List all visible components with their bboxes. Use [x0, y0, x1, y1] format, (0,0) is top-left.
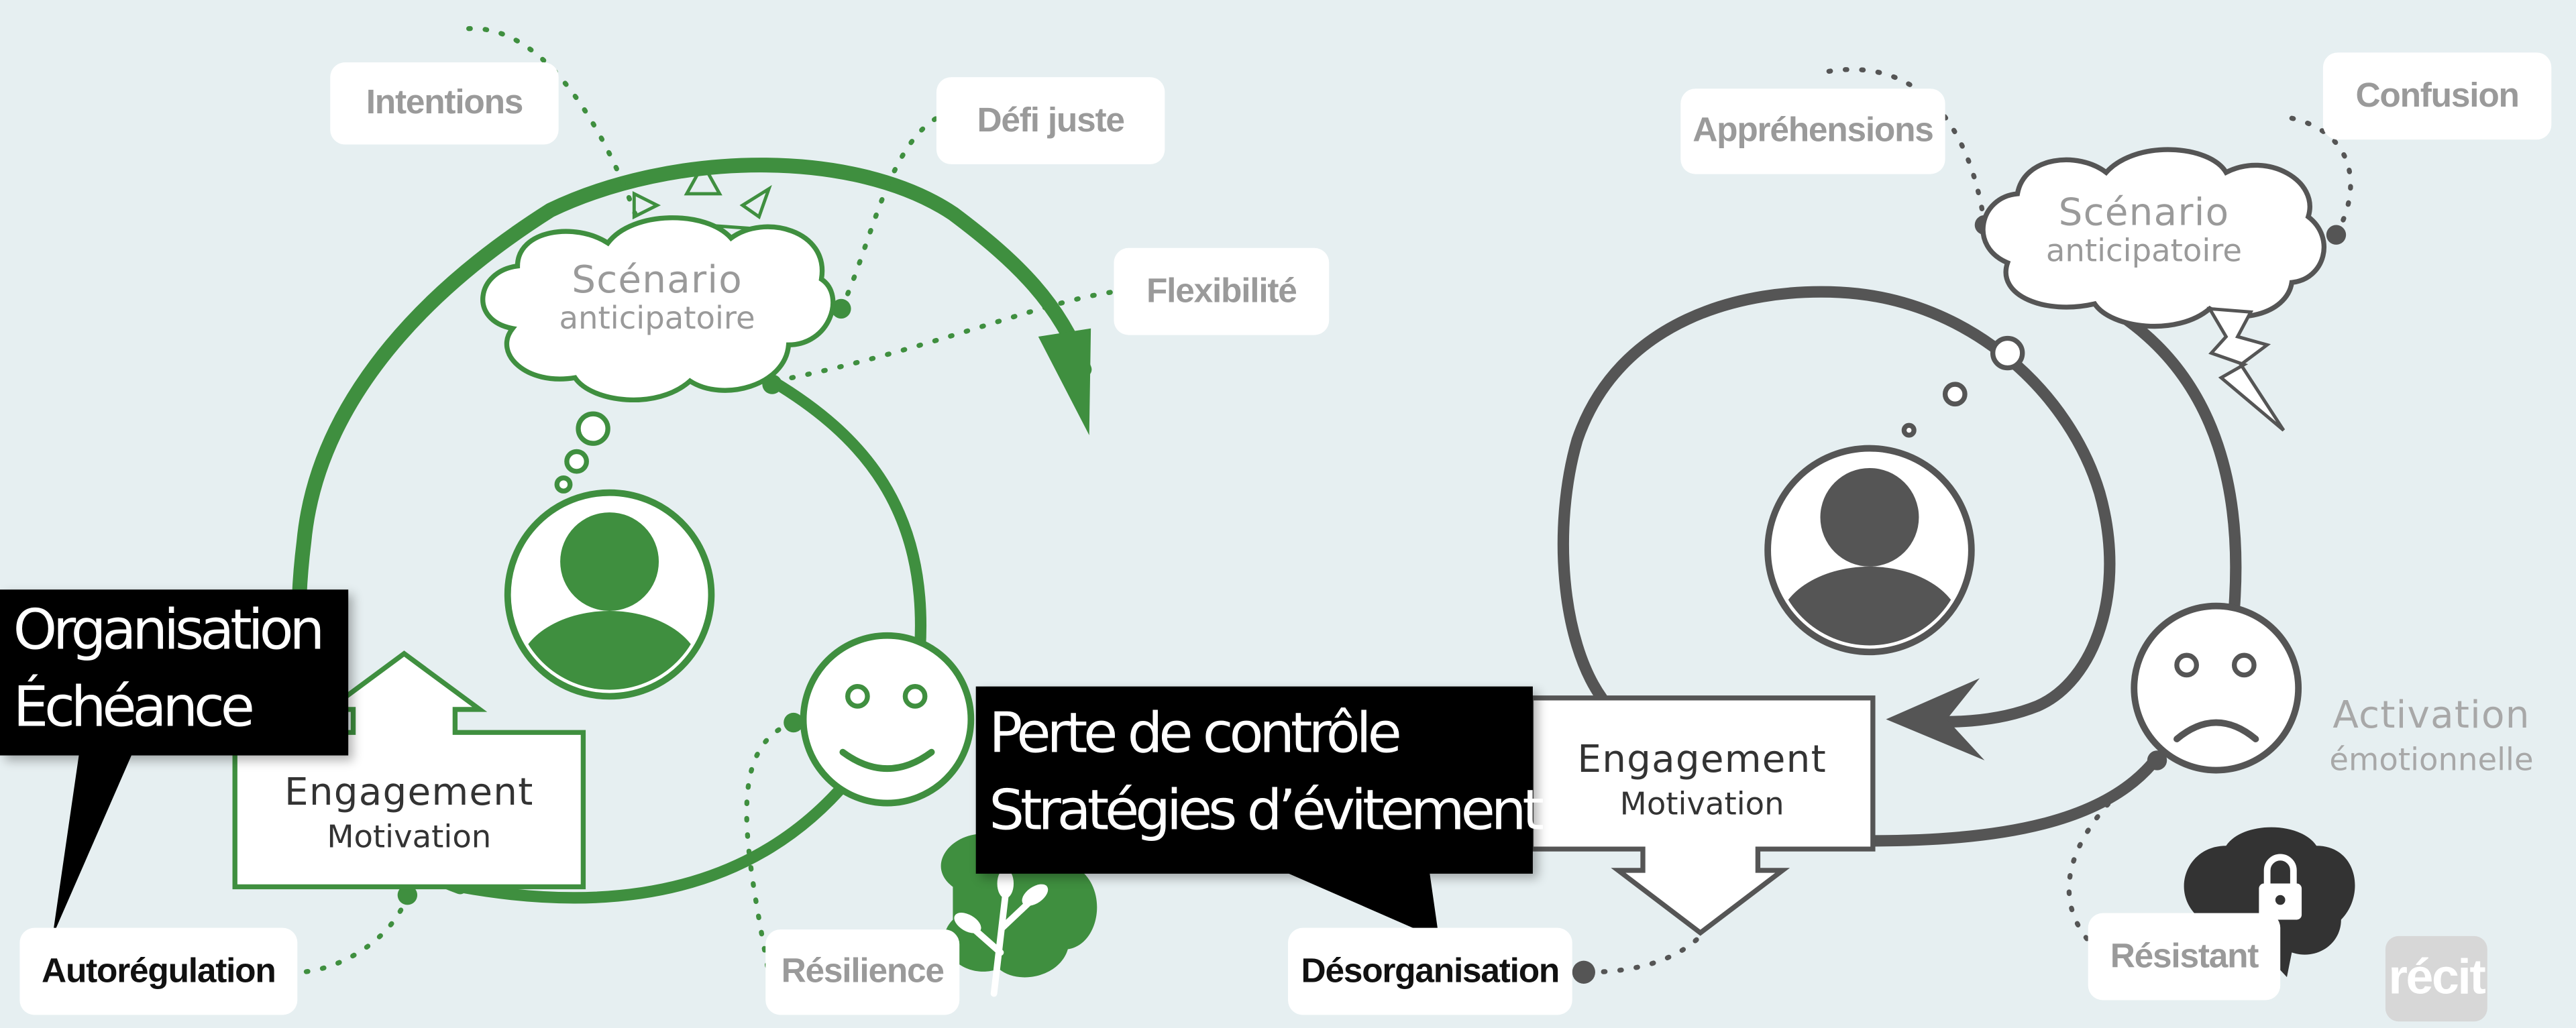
left-thought-bubbles: [554, 411, 610, 494]
smiley-icon: [800, 632, 975, 807]
tag-desorganisation: Désorganisation: [1288, 927, 1572, 1015]
tag-autoregulation: Autorégulation: [19, 927, 298, 1015]
tag-apprehensions: Appréhensions: [1680, 89, 1945, 174]
left-cycle-arrowhead: [1038, 328, 1091, 435]
left-thought-cloud: [480, 215, 836, 402]
right-cloud-label: Scénario anticipatoire: [1980, 192, 2308, 272]
left-box-label: Engagement Motivation: [235, 770, 583, 859]
tag-resistant: Résistant: [2088, 913, 2281, 1001]
tag-flexibilite: Flexibilité: [1114, 247, 1330, 335]
left-box-line1: Engagement: [284, 772, 534, 815]
tag-resilience: Résilience: [765, 929, 960, 1015]
right-callout-line2: Stratégies d’évitement: [989, 778, 1544, 844]
left-callout-pointer: [52, 755, 131, 936]
activation-label: Activation émotionnelle: [2300, 693, 2563, 781]
right-cloud-line1: Scénario: [2058, 192, 2230, 235]
recit-logo: récit: [2385, 935, 2487, 1022]
right-engagement-box: [1528, 695, 1876, 936]
tag-intentions: Intentions: [330, 62, 559, 145]
left-callout-line2: Échéance: [13, 675, 255, 741]
left-cloud-label: Scénario anticipatoire: [493, 260, 822, 339]
sad-face-icon: [2131, 602, 2302, 774]
right-callout-line1: Perte de contrôle: [989, 701, 1402, 767]
right-cloud-line2: anticipatoire: [2045, 233, 2243, 270]
left-cloud-line1: Scénario: [572, 259, 743, 302]
lightning-icon: [2206, 306, 2286, 432]
right-callout: Perte de contrôle Stratégies d’évitement: [975, 686, 1544, 874]
left-engagement-box: [232, 650, 586, 890]
activation-line1: Activation: [2332, 694, 2530, 738]
right-thought-bubbles: [1901, 335, 2025, 438]
activation-line2: émotionnelle: [2329, 742, 2534, 779]
right-box-label: Engagement Motivation: [1531, 738, 1872, 826]
right-box-line1: Engagement: [1577, 739, 1827, 782]
left-callout: Organisation Échéance: [0, 589, 349, 756]
right-thought-cloud: [1980, 147, 2326, 329]
left-cloud-line2: anticipatoire: [559, 301, 755, 338]
right-person-icon: [1764, 445, 1975, 656]
left-box-line2: Motivation: [327, 819, 492, 856]
left-callout-line1: Organisation: [13, 597, 325, 664]
tag-defi-juste: Défi juste: [936, 77, 1165, 164]
right-box-line2: Motivation: [1619, 787, 1784, 823]
right-callout-pointer: [1281, 870, 1440, 939]
tag-confusion: Confusion: [2322, 52, 2552, 140]
right-cycle-arrowhead: [1886, 678, 1985, 760]
left-dotted-connectors: [298, 25, 1114, 976]
person-icon: [504, 489, 715, 700]
right-cycle-loop: [1557, 286, 2242, 847]
